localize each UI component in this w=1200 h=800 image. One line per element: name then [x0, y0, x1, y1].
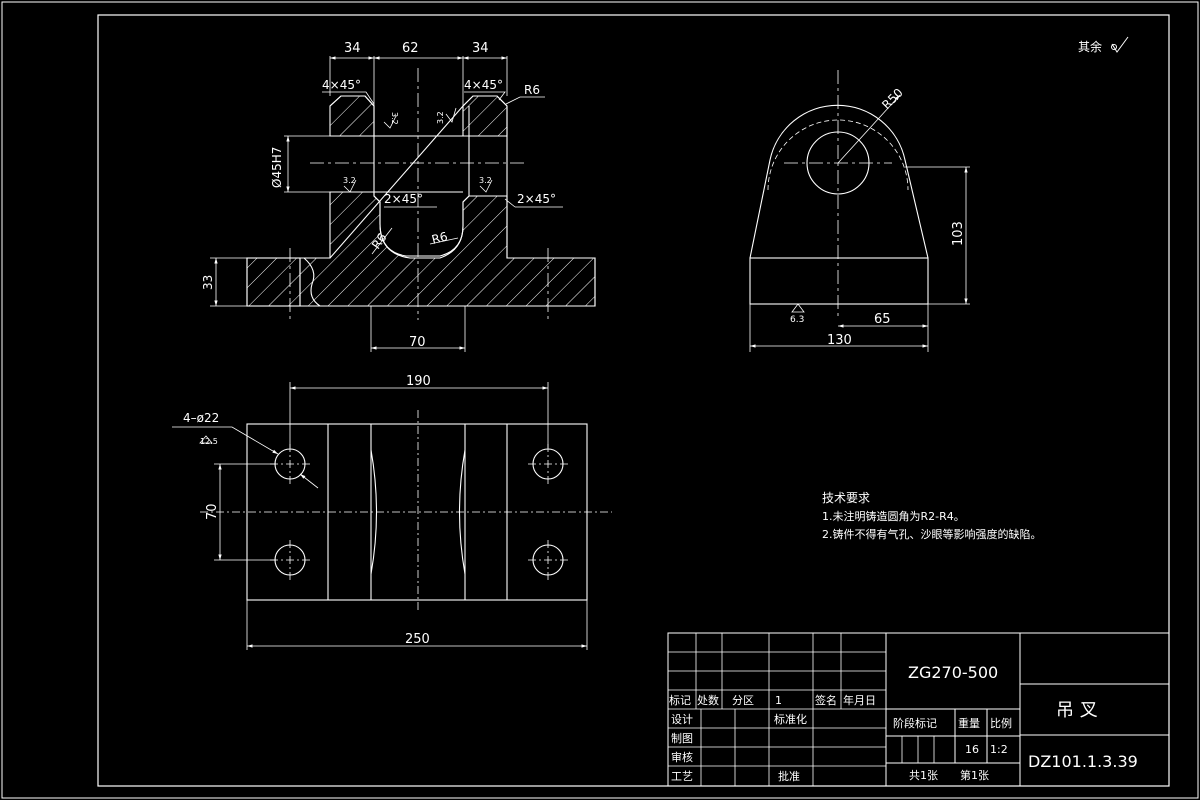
base-height-label: 33 — [201, 275, 215, 290]
tech-line-2: 2.铸件不得有气孔、沙眼等影响强度的缺陷。 — [822, 527, 1042, 541]
rough-b: 3.2 — [436, 111, 445, 124]
top-view — [172, 382, 612, 650]
part-name: 吊 叉 — [1056, 700, 1098, 721]
title-block — [667, 632, 1170, 787]
bore-dia-label: Ø45H7 — [270, 147, 284, 188]
body-hatch — [299, 191, 596, 307]
svg-text:第1张: 第1张 — [960, 768, 989, 782]
svg-text:标准化: 标准化 — [774, 712, 807, 726]
radius-50-label: R50 — [879, 86, 906, 113]
chamfer-mid-right-label: 2×45° — [517, 192, 556, 206]
svg-text:标记: 标记 — [669, 693, 691, 707]
length-label: 250 — [405, 632, 430, 647]
dim-34-right: 34 — [472, 41, 489, 56]
svg-text:共1张: 共1张 — [909, 769, 938, 782]
svg-text:1: 1 — [775, 694, 782, 707]
rough-a: 3.2 — [390, 112, 399, 125]
svg-text:工艺: 工艺 — [671, 770, 693, 783]
dim-62: 62 — [402, 41, 419, 56]
technical-requirements: 技术要求 1.未注明铸造圆角为R2-R4。 2.铸件不得有气孔、沙眼等影响强度的… — [822, 491, 1042, 541]
left-lug-hatch — [329, 95, 375, 137]
tech-title: 技术要求 — [822, 491, 870, 505]
svg-text:16: 16 — [965, 743, 979, 756]
hole-span-label: 190 — [406, 374, 431, 389]
svg-text:签名: 签名 — [815, 693, 837, 707]
front-view-labels: 34 62 34 4×45° 4×45° R6 Ø45H7 3.2 3.2 3.… — [201, 41, 556, 350]
width-label: 130 — [827, 333, 852, 348]
svg-text:批准: 批准 — [778, 769, 800, 783]
radius-mid-label: R6 — [430, 229, 449, 247]
svg-text:1:2: 1:2 — [990, 743, 1008, 756]
svg-text:处数: 处数 — [697, 694, 719, 707]
svg-text:审核: 审核 — [671, 750, 693, 764]
svg-text:年月日: 年月日 — [843, 693, 876, 707]
material-label: ZG270-500 — [908, 663, 998, 682]
base-left-hatch — [246, 257, 301, 307]
dim-34-left: 34 — [344, 41, 361, 56]
svg-text:分区: 分区 — [732, 694, 754, 707]
svg-text:重量: 重量 — [958, 716, 980, 730]
inner-border — [97, 14, 1170, 787]
side-view — [749, 70, 970, 352]
chamfer-mid-left-label: 2×45° — [384, 192, 423, 206]
svg-text:制图: 制图 — [671, 732, 693, 745]
height-103-label: 103 — [951, 221, 966, 246]
hole-rough-label: 12.5 — [200, 437, 218, 446]
chamfer-left-label: 4×45° — [322, 78, 361, 92]
title-block-labels: ZG270-500 吊 叉 DZ101.1.3.39 标记 处数 分区 1 签名… — [669, 663, 1138, 783]
front-view — [210, 56, 596, 352]
side-view-labels: R50 103 65 130 6.3 — [790, 86, 966, 348]
roughness-symbol-icon — [1111, 36, 1129, 53]
surface-finish-note: 其余 — [1078, 36, 1129, 54]
tech-line-1: 1.未注明铸造圆角为R2-R4。 — [822, 509, 965, 523]
rough-63: 6.3 — [790, 315, 804, 325]
rough-c: 3.2 — [343, 176, 356, 185]
top-view-labels: 190 4–ø22 12.5 70 250 — [183, 374, 431, 647]
drawing-number: DZ101.1.3.39 — [1028, 752, 1138, 771]
svg-text:设计: 设计 — [671, 713, 693, 726]
half-width-label: 65 — [874, 312, 891, 327]
right-lug-hatch — [462, 95, 508, 137]
rough-d: 3.2 — [479, 176, 492, 185]
svg-text:阶段标记: 阶段标记 — [893, 716, 937, 730]
holes-label: 4–ø22 — [183, 411, 219, 425]
chamfer-right-label: 4×45° — [464, 78, 503, 92]
svg-text:比例: 比例 — [990, 716, 1012, 730]
radius-top-label: R6 — [524, 83, 540, 97]
svg-text:其余: 其余 — [1078, 39, 1102, 54]
hole-pitch-label: 70 — [205, 503, 220, 520]
slot-width-label: 70 — [409, 335, 426, 350]
